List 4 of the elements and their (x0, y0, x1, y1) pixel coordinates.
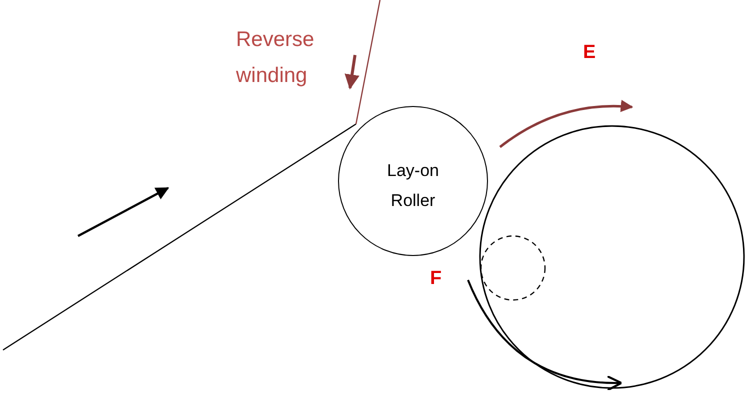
annotation-text: Reverse winding (236, 27, 316, 89)
point-label: E (583, 42, 596, 64)
point-label: F (430, 268, 442, 290)
roller-label: Lay-on Roller (386, 160, 440, 212)
